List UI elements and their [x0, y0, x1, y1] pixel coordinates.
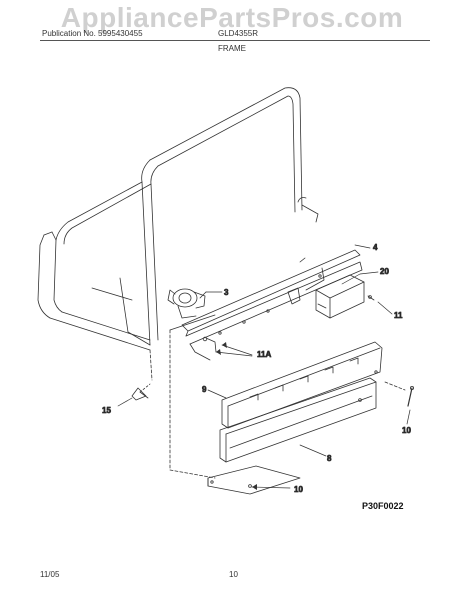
support-rail — [181, 249, 363, 361]
part-20-box — [315, 274, 365, 319]
callout-15: 15 — [102, 406, 111, 415]
callout-3: 3 — [224, 288, 229, 297]
callout-10-bottom: 10 — [294, 485, 303, 494]
publication-number: Publication No. 5995430455 — [42, 29, 143, 38]
callout-9: 9 — [202, 385, 207, 394]
toe-panel-upper — [221, 341, 383, 429]
bracket-clip — [287, 287, 301, 305]
leader-lines — [117, 244, 411, 489]
screw-11 — [367, 295, 375, 301]
watermark: AppliancePartsPros.com — [60, 2, 404, 33]
section-title: FRAME — [218, 44, 246, 53]
toe-panel-lower — [219, 377, 377, 463]
screw-10-right — [384, 381, 414, 407]
callout-20: 20 — [380, 267, 389, 276]
callout-11a: 11A — [257, 350, 271, 359]
screw-15 — [131, 383, 151, 401]
model-number: GLD4355R — [218, 29, 259, 38]
diagram-code: P30F0022 — [362, 501, 404, 511]
base-plate — [207, 465, 301, 495]
callout-11: 11 — [394, 311, 403, 320]
page-number: 10 — [229, 570, 238, 579]
callout-10-right: 10 — [402, 426, 411, 435]
header-rule — [40, 40, 430, 41]
valve-assembly — [167, 288, 207, 319]
arrowheads — [216, 342, 257, 490]
callout-8: 8 — [327, 454, 332, 463]
frame-panel — [169, 257, 306, 479]
tub-frame — [37, 87, 319, 381]
footer-date: 11/05 — [40, 570, 60, 579]
callout-4: 4 — [373, 243, 378, 252]
